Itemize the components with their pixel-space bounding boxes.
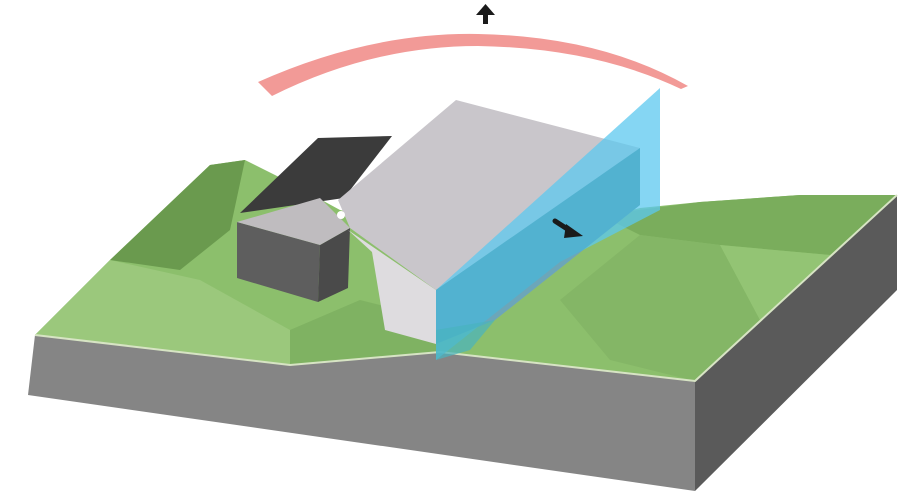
- sun-path-arc: [258, 34, 688, 96]
- up-arrow-icon: [476, 4, 495, 24]
- junction-marker: [337, 211, 345, 219]
